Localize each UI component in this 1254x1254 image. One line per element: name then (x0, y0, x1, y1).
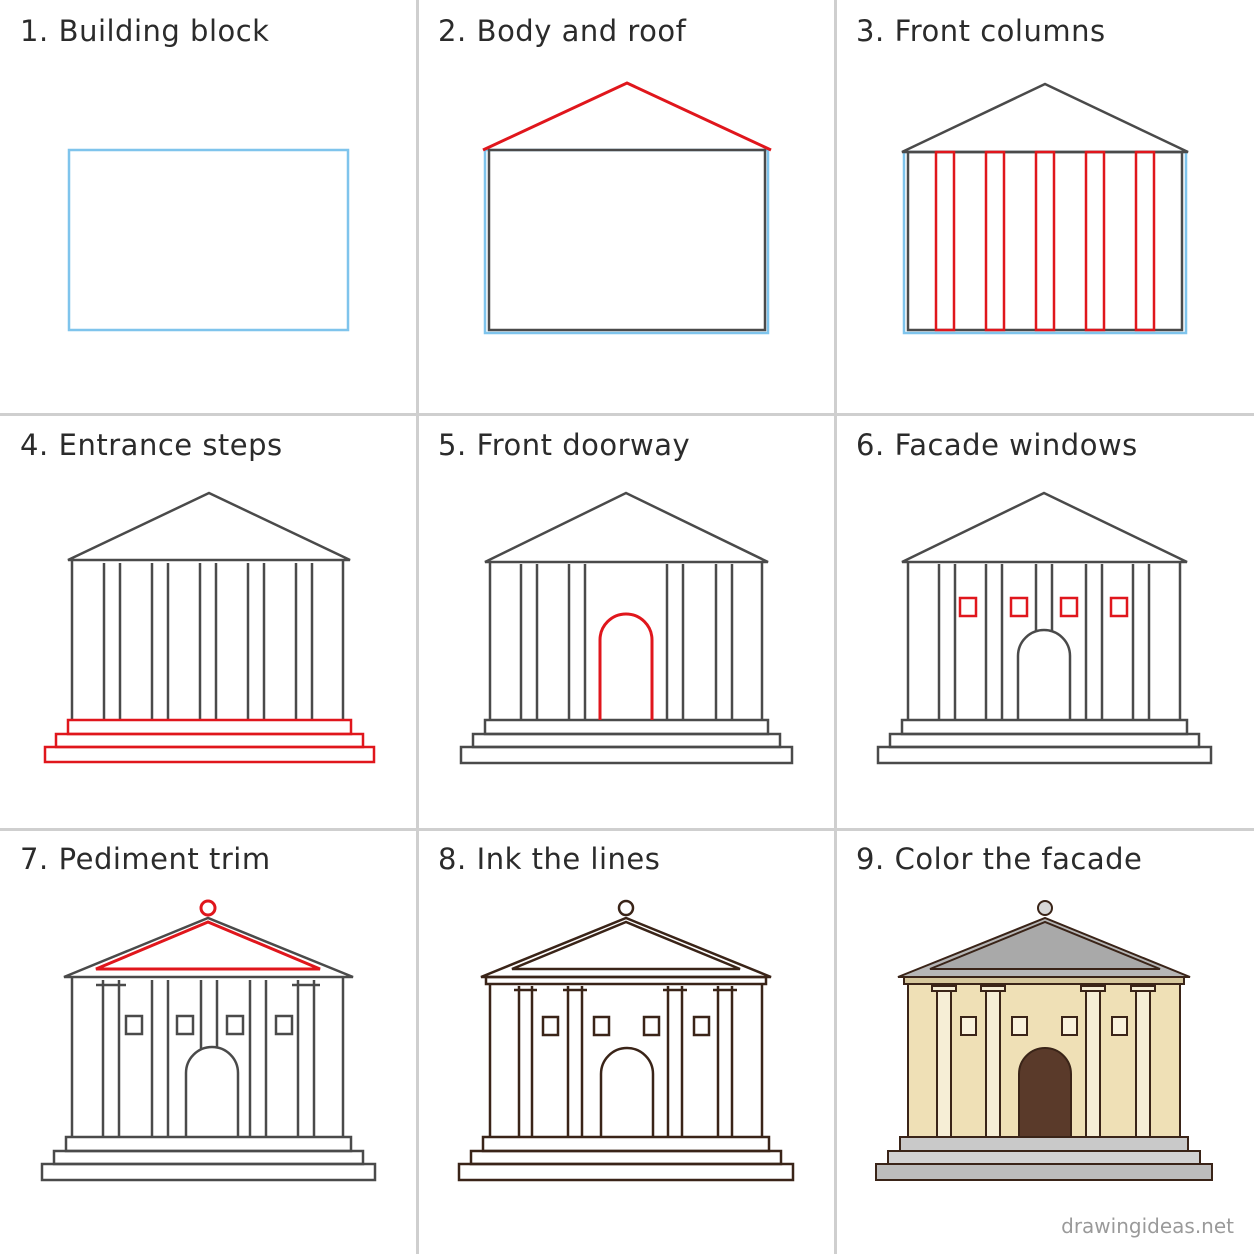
pediment-triangle (929, 920, 1161, 970)
pediment-finial (199, 899, 217, 917)
step-6-drawing (876, 491, 1213, 765)
doorway-arch (1016, 628, 1072, 720)
window (1009, 596, 1029, 618)
grid-divider-vertical (834, 0, 837, 1254)
window (958, 596, 978, 618)
roof-outline (484, 491, 769, 564)
doorway-arch (184, 1045, 240, 1137)
window (1059, 596, 1079, 618)
step-9-title: 9.Color the facade (856, 842, 1143, 876)
facade-windows (124, 1014, 294, 1036)
doorway-fill (1018, 1047, 1072, 1138)
column-set (519, 564, 734, 720)
window (1109, 596, 1129, 618)
facade-windows (958, 596, 1129, 618)
step-1-drawing (67, 148, 350, 332)
step-9-drawing (875, 900, 1213, 1181)
step-7-drawing (40, 899, 377, 1182)
column-set (514, 986, 737, 1137)
column (984, 150, 1006, 332)
grid-divider-horizontal (0, 413, 1254, 416)
entrance-steps (40, 1135, 377, 1182)
roof-outline (67, 491, 351, 562)
column (1084, 150, 1106, 332)
step-3-title: 3.Front columns (856, 14, 1106, 48)
column (1134, 150, 1156, 332)
building-body (906, 150, 1184, 332)
entrance-steps (876, 718, 1213, 765)
step-1-title: 1.Building block (20, 14, 270, 48)
column-set (934, 150, 1156, 332)
step-2-title: 2.Body and roof (438, 14, 687, 48)
step-2-drawing (482, 81, 772, 335)
doorway-arch (598, 612, 654, 720)
facade-windows (541, 1015, 711, 1037)
watermark: drawingideas.net (1061, 1214, 1234, 1238)
guide-rectangle (483, 148, 770, 335)
doorway-arch (599, 1046, 655, 1137)
entrance-steps (459, 718, 794, 765)
pediment-triangle (511, 920, 741, 971)
column (934, 150, 956, 332)
column-set (102, 563, 314, 720)
roof-outline (901, 491, 1188, 564)
building-body (487, 148, 767, 332)
pediment-triangle (95, 920, 321, 971)
step-5-title: 5.Front doorway (438, 428, 691, 462)
entrance-steps (457, 1135, 795, 1182)
step-8-drawing (457, 899, 795, 1182)
step-7-title: 7.Pediment trim (20, 842, 271, 876)
step-4-title: 4.Entrance steps (20, 428, 283, 462)
grid-divider-horizontal (0, 828, 1254, 831)
pediment-finial (617, 899, 635, 917)
roof-outline (901, 82, 1189, 154)
column (1034, 150, 1056, 332)
step-4-drawing (43, 491, 376, 764)
pediment-trim (95, 899, 321, 971)
grid-divider-vertical (416, 0, 419, 1254)
step-6-title: 6.Facade windows (856, 428, 1138, 462)
step-3-drawing (901, 82, 1189, 335)
step-8-title: 8.Ink the lines (438, 842, 661, 876)
entrance-steps (875, 1136, 1213, 1181)
roof-outline (482, 81, 772, 152)
pediment-finial (1037, 900, 1053, 916)
column-set (931, 985, 1156, 1138)
cornice (903, 976, 1185, 985)
guide-rectangle (67, 148, 350, 332)
guide-rectangle (902, 150, 1188, 335)
roof-outline (63, 916, 354, 979)
entrance-steps (43, 718, 376, 764)
facade-windows (960, 1016, 1128, 1036)
step-5-drawing (459, 491, 794, 765)
